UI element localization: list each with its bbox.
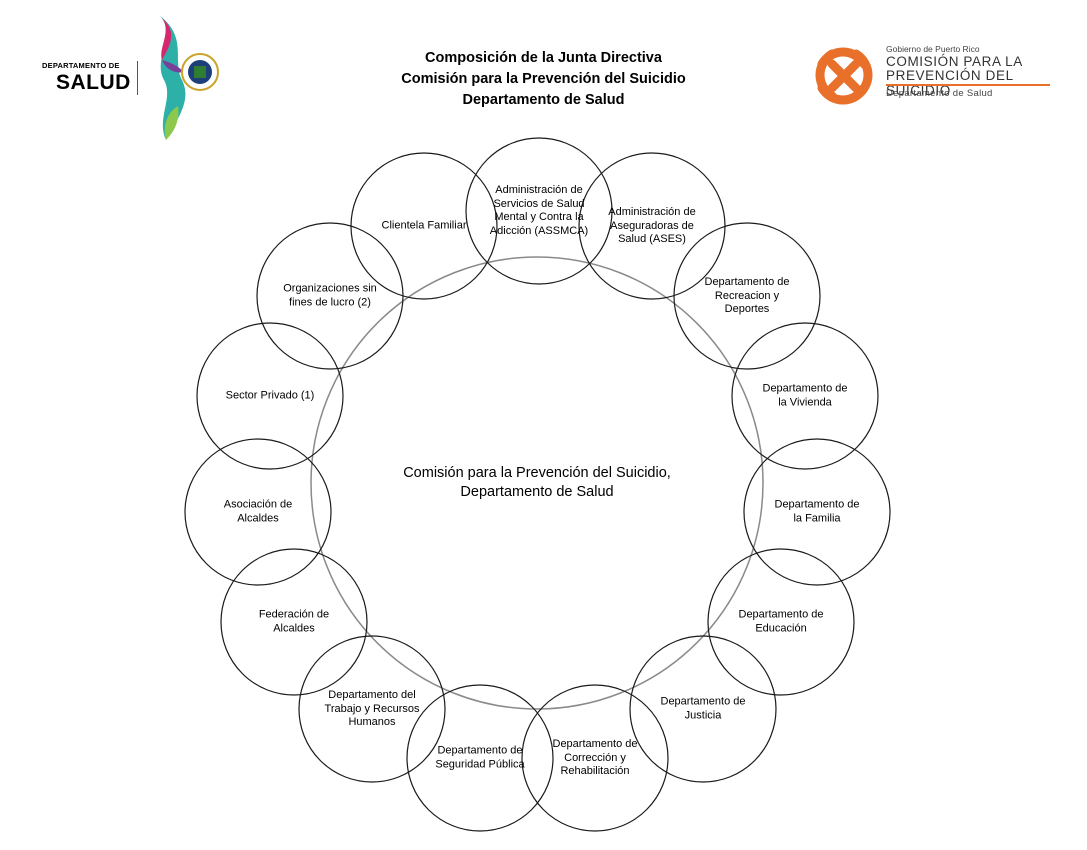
member-label-line: Departamento del — [328, 688, 416, 701]
center-label: Comisión para la Prevención del Suicidio… — [403, 464, 671, 502]
member-label-line: Federación de — [258, 608, 330, 621]
center-circle — [310, 256, 764, 710]
member-label-line: Adicción (ASSMCA) — [489, 224, 589, 237]
member-label-line: Departamento de — [552, 737, 638, 750]
member-circle — [521, 684, 669, 832]
member-circle — [673, 222, 821, 370]
member-label-line: Seguridad Pública — [435, 758, 525, 770]
member-label-line: Educación — [755, 622, 807, 634]
member-label-line: fines de lucro (2) — [289, 296, 371, 308]
member-circle — [196, 322, 344, 470]
member-label-line: la Vivienda — [778, 396, 832, 408]
member-circles — [184, 137, 891, 832]
member-label-line: Rehabilitación — [560, 764, 630, 777]
departamento-de-salud-logo: DEPARTAMENTO DE SALUD — [40, 14, 240, 144]
member-label-line: Mental y Contra la — [494, 211, 584, 223]
member-label-line: Trabajo y Recursos — [324, 702, 420, 715]
member-label-line: Servicios de Salud — [493, 197, 585, 210]
member-label-line: Departamento de — [738, 608, 824, 621]
member-label-line: Humanos — [348, 715, 396, 728]
member-circle — [350, 152, 498, 300]
puerto-rico-ribbon-emblem-icon — [160, 16, 219, 140]
member-label-line: Organizaciones sin — [283, 282, 377, 295]
logo-orange-rule — [886, 84, 1050, 86]
logo-dept-small-text: DEPARTAMENTO DE — [42, 61, 120, 70]
page-header: Composición de la Junta Directiva Comisi… — [0, 48, 1087, 111]
member-circle — [629, 635, 777, 783]
comision-prevencion-suicidio-logo: Gobierno de Puerto Rico COMISIÓN PARA LA… — [808, 40, 1068, 120]
member-label: Sector Privado (1) — [226, 389, 315, 403]
member-label-line: Administración de — [495, 184, 583, 196]
logo-dept-big-text: SALUD — [56, 71, 131, 94]
member-circle — [298, 635, 446, 783]
member-label: Clientela Familiar — [382, 219, 467, 233]
header-title-line-3: Departamento de Salud — [462, 92, 625, 108]
logo-comision-line-1: COMISIÓN PARA LA — [886, 54, 1023, 69]
member-label-line: Alcaldes — [237, 512, 279, 524]
member-label-line: Corrección y — [564, 751, 626, 764]
header-title-line-2: Comisión para la Prevención del Suicidio — [401, 71, 686, 87]
logo-gov-text: Gobierno de Puerto Rico — [886, 44, 980, 54]
logo-departamento-text: Departamento de Salud — [886, 88, 993, 99]
member-label-line: Asociación de — [223, 498, 293, 511]
member-circle — [220, 548, 368, 696]
header-title-line-1: Composición de la Junta Directiva — [425, 50, 662, 66]
member-label-line: Administración de — [608, 205, 696, 218]
member-circle — [184, 438, 332, 586]
center-label-line-1: Comisión para la Prevención del Suicidio… — [403, 465, 671, 481]
member-label-line: Recreacion y — [714, 289, 780, 302]
member-label-line: Deportes — [724, 302, 770, 315]
member-label-line: Departamento de — [437, 744, 523, 757]
member-label-line: Departamento de — [704, 275, 790, 288]
logo-divider — [137, 61, 138, 95]
member-circle — [743, 438, 891, 586]
center-label-line-2: Departamento de Salud — [460, 484, 614, 500]
orange-knot-emblem-icon — [815, 47, 873, 105]
member-label-line: Departamento de — [762, 382, 848, 395]
member-circle — [707, 548, 855, 696]
member-circle — [406, 684, 554, 832]
member-label-line: Aseguradoras de — [610, 219, 694, 232]
member-label-line: Clientela Familiar — [381, 219, 467, 232]
member-label-line: Salud (ASES) — [618, 232, 686, 245]
member-label-line: Justicia — [684, 709, 722, 721]
logo-comision-line-2: PREVENCIÓN DEL SUICIDIO — [886, 68, 1014, 98]
member-label-line: Alcaldes — [273, 622, 315, 634]
member-label-line: Departamento de — [660, 695, 746, 708]
member-circle — [465, 137, 613, 285]
member-circle — [731, 322, 879, 470]
member-label-line: la Familia — [793, 512, 841, 524]
member-label-line: Sector Privado (1) — [225, 389, 315, 402]
member-label-line: Departamento de — [774, 498, 860, 511]
